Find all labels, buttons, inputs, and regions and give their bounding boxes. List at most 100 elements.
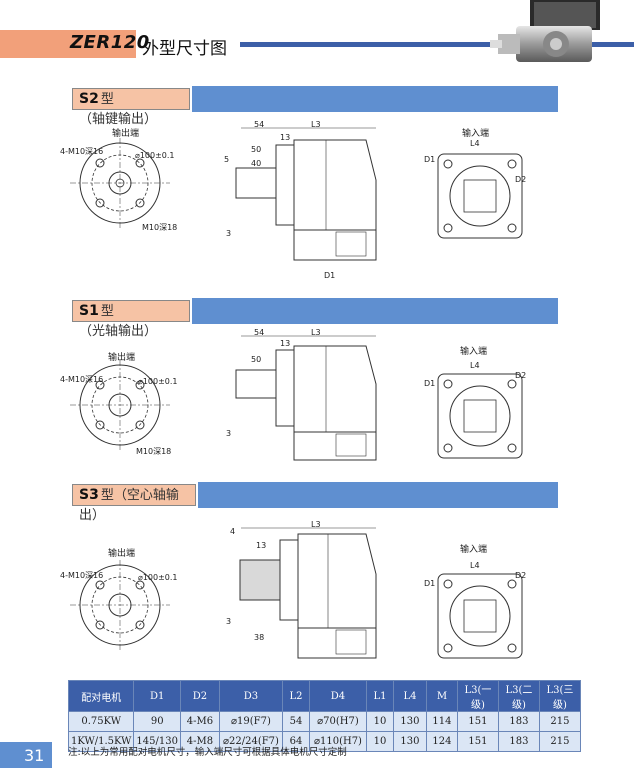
- section-s3-suffix: 型: [100, 488, 114, 503]
- s3-dim-3: 3: [226, 617, 231, 626]
- table-cell: ⌀70(H7): [308, 711, 367, 732]
- header-rule: [240, 42, 634, 47]
- s2-dim-l4: L4: [470, 139, 480, 148]
- table-header-cell: L2: [281, 680, 310, 712]
- s1-holes-label: 4-M10深16: [60, 375, 103, 384]
- s2-dim-54: 54: [254, 120, 264, 129]
- table-header-cell: L3(一级): [456, 680, 499, 712]
- s2-dim-d2: D2: [515, 175, 526, 184]
- s2-dim-d1: D1: [324, 271, 335, 280]
- s3-dim-38: 38: [254, 633, 264, 642]
- section-s3-desc: （空心轴输出）: [79, 488, 179, 523]
- table-header-cell: L3(三级): [538, 680, 581, 712]
- table-cell: 130: [392, 731, 427, 752]
- table-header-cell: D4: [308, 680, 367, 712]
- s2-output-end-label: 输出端: [112, 129, 140, 139]
- gearbox-product-image: [490, 0, 600, 62]
- s1-center-label: M10深18: [136, 447, 171, 456]
- s2-dim-50: 50: [251, 145, 261, 154]
- s2-input-end-label: 输入端: [462, 129, 490, 139]
- s3-side-view-drawing: 4 L3 13 3 38: [226, 520, 377, 659]
- s2-dim-3: 3: [226, 229, 231, 238]
- table-cell: 183: [497, 711, 540, 732]
- s3-dim-l3: L3: [311, 520, 321, 529]
- table-header-cell: D3: [218, 680, 283, 712]
- section-s3-bar: [198, 482, 558, 508]
- section-s1-suffix: 型: [100, 304, 114, 319]
- s2-dim-input-d1: D1: [424, 155, 435, 164]
- s2-holes-label: 4-M10深16: [60, 147, 103, 156]
- s1-dim-l3: L3: [311, 328, 321, 337]
- s1-output-end-label: 输出端: [108, 353, 136, 363]
- s3-output-flange-drawing: 4-M10深16 ⌀100±0.1: [60, 560, 178, 650]
- s3-dim-l4: L4: [470, 561, 480, 570]
- model-title: ZER120: [70, 32, 150, 53]
- s1-side-view-drawing: 54 L3 13 50 3: [226, 328, 377, 461]
- section-s1-bar: [192, 298, 558, 324]
- s1-dim-54: 54: [254, 328, 264, 337]
- s3-dim-input-d1: D1: [424, 579, 435, 588]
- footnote: 注:以上为常用配对电机尺寸，输入端尺寸可根据具体电机尺寸定制: [68, 747, 347, 758]
- table-cell: 114: [425, 711, 458, 732]
- table-cell: 10: [365, 731, 394, 752]
- table-header-cell: M: [425, 680, 458, 712]
- s2-dim-l3: L3: [311, 120, 321, 129]
- table-row: 1KW/1.5KW 145/130 4-M8 ⌀22/24(F7) 64 ⌀11…: [67, 731, 581, 752]
- s3-holes-label: 4-M10深16: [60, 571, 103, 580]
- table-header-cell: D2: [179, 680, 220, 712]
- table-cell: 215: [538, 711, 581, 732]
- s1-circle-label: ⌀100±0.1: [138, 377, 178, 386]
- table-row: 0.75KW 90 4-M6 ⌀19(F7) 54 ⌀70(H7) 10 130…: [67, 711, 581, 732]
- table-cell: 4-M6: [179, 711, 220, 732]
- s2-dim-13: 13: [280, 133, 290, 142]
- table-cell: 64: [281, 731, 310, 752]
- s1-input-view-drawing: L4 D1 D2: [424, 361, 526, 459]
- s1-dim-50: 50: [251, 355, 261, 364]
- page-number-badge: [0, 742, 52, 768]
- table-cell: 90: [133, 711, 181, 732]
- table-header-cell: L4: [392, 680, 427, 712]
- table-cell: ⌀22/24(F7): [218, 731, 283, 752]
- s1-input-end-label: 输入端: [460, 347, 488, 357]
- table-cell: 0.75KW: [67, 711, 135, 732]
- section-s1-desc: （光轴输出）: [79, 324, 158, 339]
- page-number: 31: [24, 746, 45, 765]
- table-cell: 4-M8: [179, 731, 220, 752]
- s1-dim-l4: L4: [470, 361, 480, 370]
- table-header-cell: D1: [133, 680, 181, 712]
- s3-output-end-label: 输出端: [108, 549, 136, 559]
- table-cell: ⌀19(F7): [218, 711, 283, 732]
- section-s1-code: S1: [79, 303, 99, 319]
- s2-input-view-drawing: L4 D1 D2: [424, 139, 526, 239]
- s1-dim-3: 3: [226, 429, 231, 438]
- table-header-row: 配对电机 D1 D2 D3 L2 D4 L1 L4 M L3(一级) L3(二级…: [67, 680, 581, 712]
- s3-dim-4: 4: [230, 527, 235, 536]
- s2-side-view-drawing: 54 L3 13 5 50 40 3 D1: [224, 120, 377, 280]
- header-badge: [0, 30, 136, 58]
- s1-output-flange-drawing: 4-M10深16 ⌀100±0.1 M10深18: [60, 360, 178, 456]
- table-cell: 151: [456, 711, 499, 732]
- table-cell: 1KW/1.5KW: [67, 731, 135, 752]
- table-header-cell: L3(二级): [497, 680, 540, 712]
- s3-dim-d2: D2: [515, 571, 526, 580]
- s3-circle-label: ⌀100±0.1: [138, 573, 178, 582]
- table-cell: 130: [392, 711, 427, 732]
- section-s2-suffix: 型: [100, 92, 114, 107]
- s1-dim-13: 13: [280, 339, 290, 348]
- s1-dim-d2: D2: [515, 371, 526, 380]
- s2-center-label: M10深18: [142, 223, 177, 232]
- s2-circle-label: ⌀100±0.1: [135, 151, 175, 160]
- spec-table: 配对电机 D1 D2 D3 L2 D4 L1 L4 M L3(一级) L3(二级…: [67, 680, 581, 752]
- table-header-cell: L1: [365, 680, 394, 712]
- table-cell: 215: [538, 731, 581, 752]
- page-title: 外型尺寸图: [142, 39, 227, 59]
- s3-dim-13: 13: [256, 541, 266, 550]
- table-cell: ⌀110(H7): [308, 731, 367, 752]
- section-s2-code: S2: [79, 91, 99, 107]
- table-cell: 151: [456, 731, 499, 752]
- table-cell: 54: [281, 711, 310, 732]
- section-s2-desc: （轴键输出）: [79, 112, 158, 127]
